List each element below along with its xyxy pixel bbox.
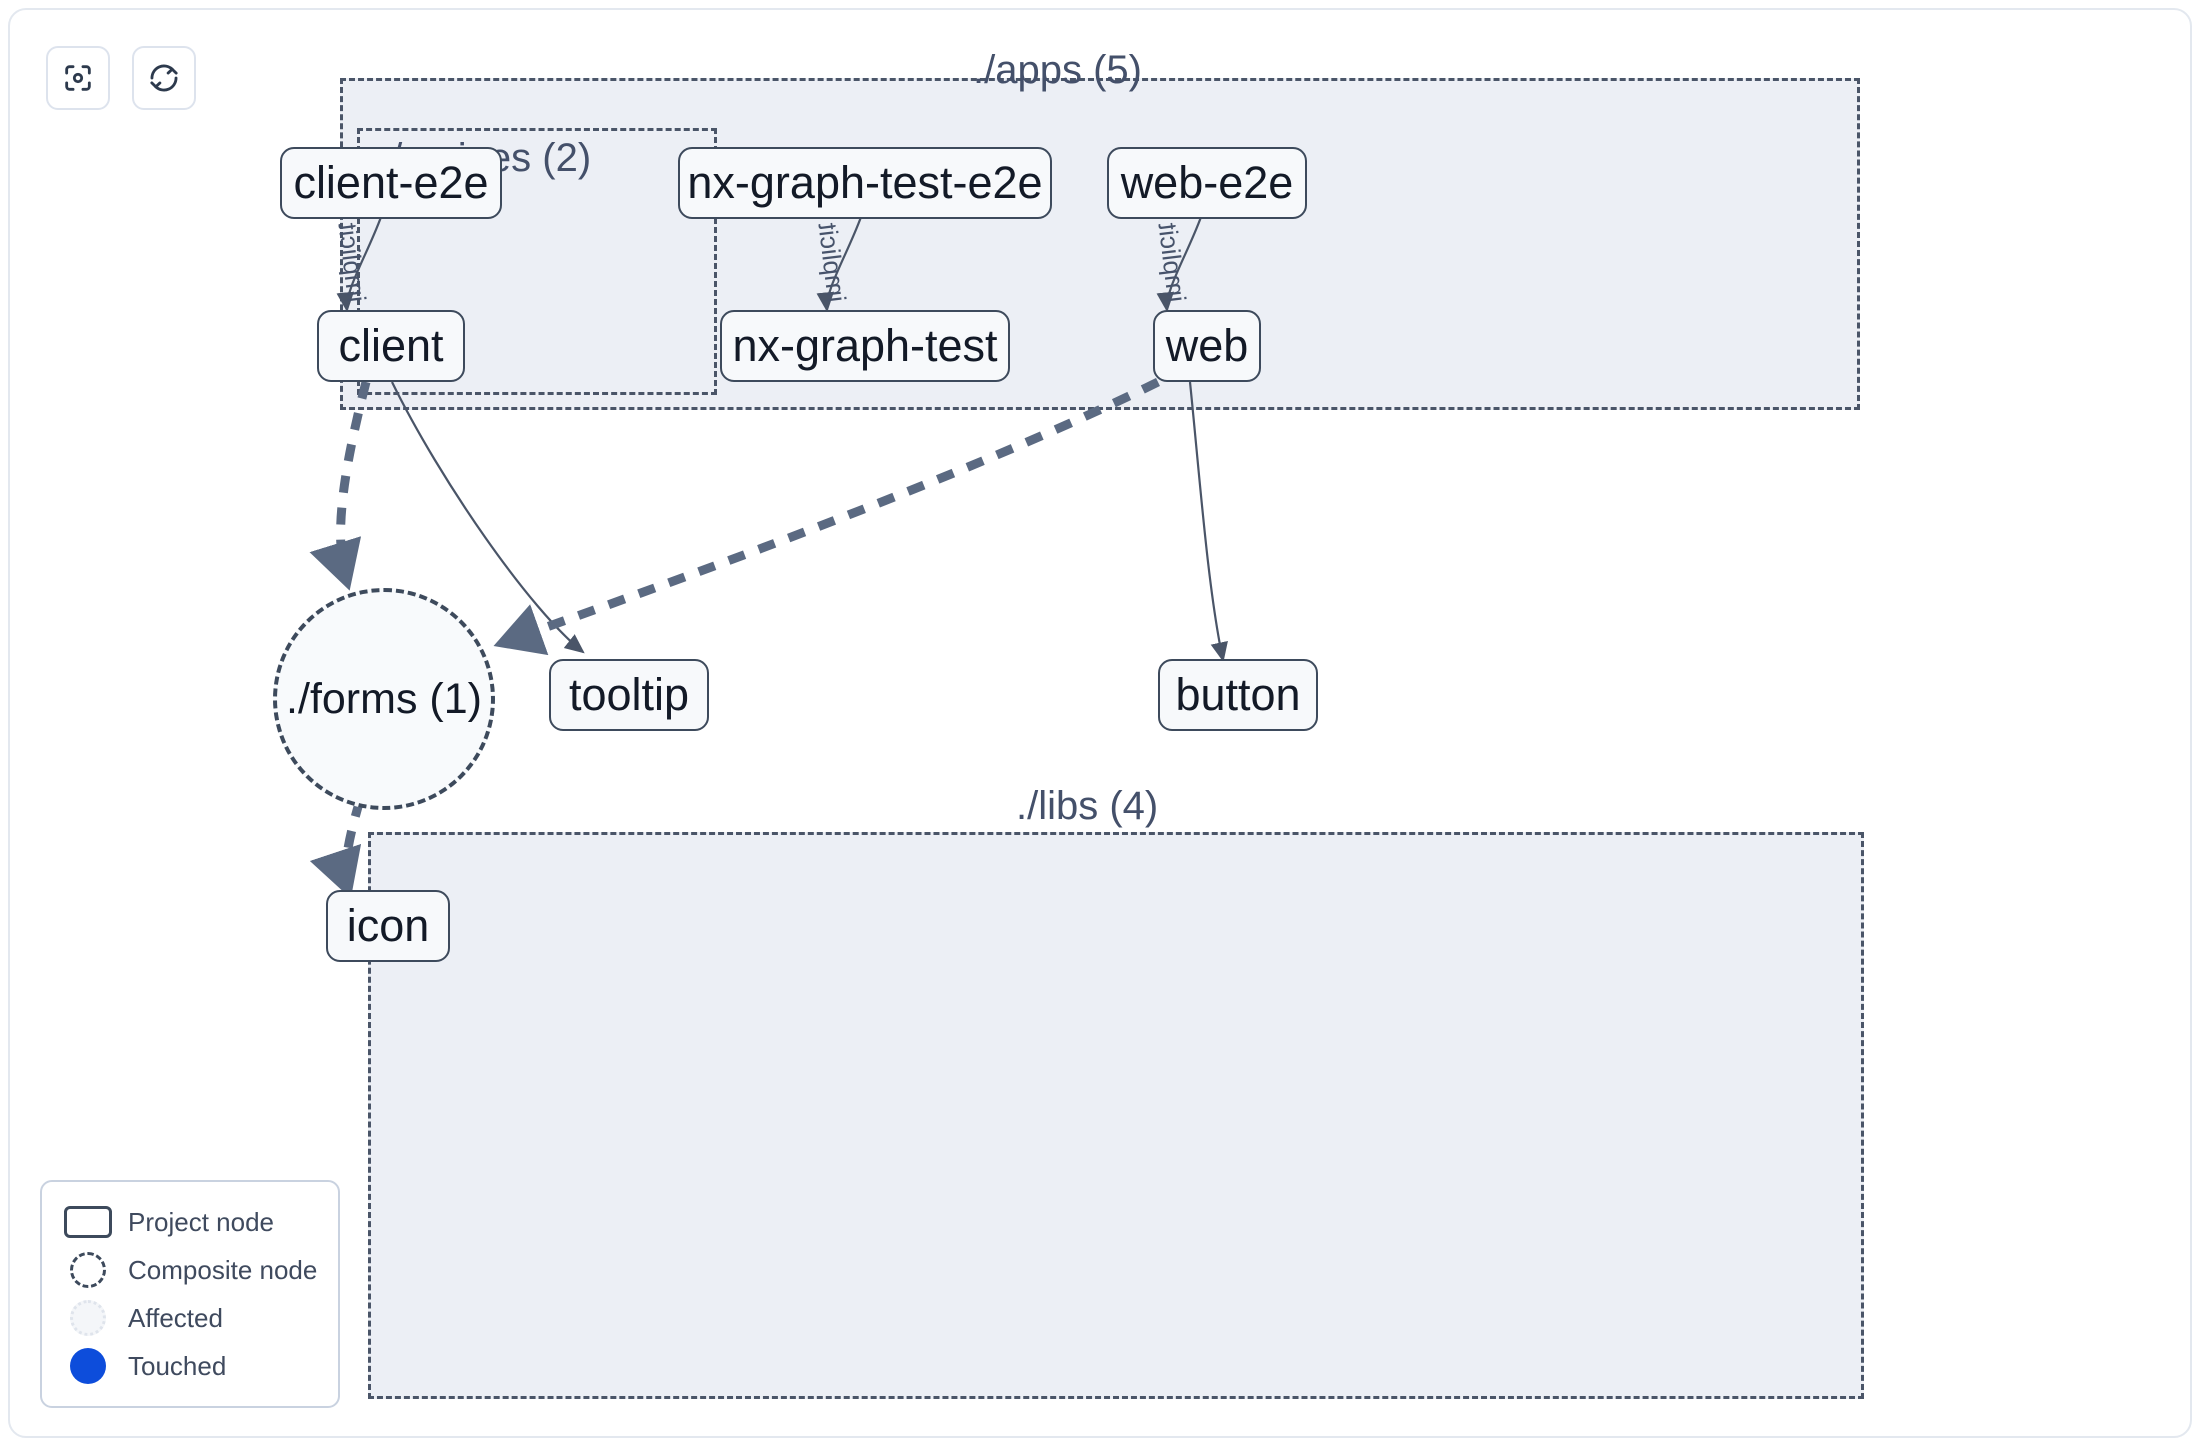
group-apps-label: ./apps (5) [973,48,1142,92]
edge-web-to-button [1188,381,1228,663]
touched-node-icon [60,1348,116,1384]
composite-node-icon [60,1252,116,1288]
legend-item-touched: Touched [60,1342,320,1390]
legend-item-composite: Composite node [60,1246,320,1294]
node-nx-graph-test[interactable]: nx-graph-test [720,310,1010,382]
refresh-graph-button[interactable] [132,46,196,110]
graph-legend: Project node Composite node Affected Tou… [40,1180,340,1408]
legend-item-project: Project node [60,1198,320,1246]
node-icon-label: icon [346,900,430,951]
legend-label-touched: Touched [128,1350,227,1381]
graph-panel: ./apps (5) ./recipes (2) ./libs (4) [8,8,2192,1438]
node-nx-graph-test-label: nx-graph-test [732,320,998,371]
node-forms-composite[interactable]: ./forms (1) [273,588,495,810]
legend-label-composite: Composite node [128,1254,318,1285]
node-web[interactable]: web [1153,310,1261,382]
group-libs[interactable] [368,832,1864,1399]
node-button[interactable]: button [1158,659,1318,731]
legend-label-project: Project node [128,1206,274,1237]
node-web-e2e-label: web-e2e [1120,157,1294,208]
affected-node-icon [60,1300,116,1336]
graph-toolbar [46,46,196,110]
focus-graph-button[interactable] [46,46,110,110]
focus-target-icon [61,61,95,95]
node-forms-label: ./forms (1) [286,674,482,723]
node-nx-graph-test-e2e-label: nx-graph-test-e2e [687,157,1043,208]
edge-client-to-forms [309,380,371,591]
graph-canvas[interactable]: ./apps (5) ./recipes (2) ./libs (4) [10,10,2190,1436]
group-libs-label: ./libs (4) [1016,784,1159,828]
legend-label-affected: Affected [128,1302,223,1333]
node-client-e2e[interactable]: client-e2e [280,147,502,219]
node-tooltip-label: tooltip [568,669,690,720]
node-client-e2e-label: client-e2e [293,157,489,208]
edge-forms-to-icon [309,798,365,899]
project-node-icon [60,1206,116,1238]
node-client-label: client [338,320,444,371]
node-web-label: web [1165,320,1249,371]
node-web-e2e[interactable]: web-e2e [1107,147,1307,219]
refresh-icon [147,61,181,95]
node-nx-graph-test-e2e[interactable]: nx-graph-test-e2e [678,147,1052,219]
node-icon[interactable]: icon [326,890,450,962]
node-client[interactable]: client [317,310,465,382]
edge-web-to-forms [493,377,1160,656]
legend-item-affected: Affected [60,1294,320,1342]
node-tooltip[interactable]: tooltip [549,659,709,731]
node-button-label: button [1175,669,1301,720]
